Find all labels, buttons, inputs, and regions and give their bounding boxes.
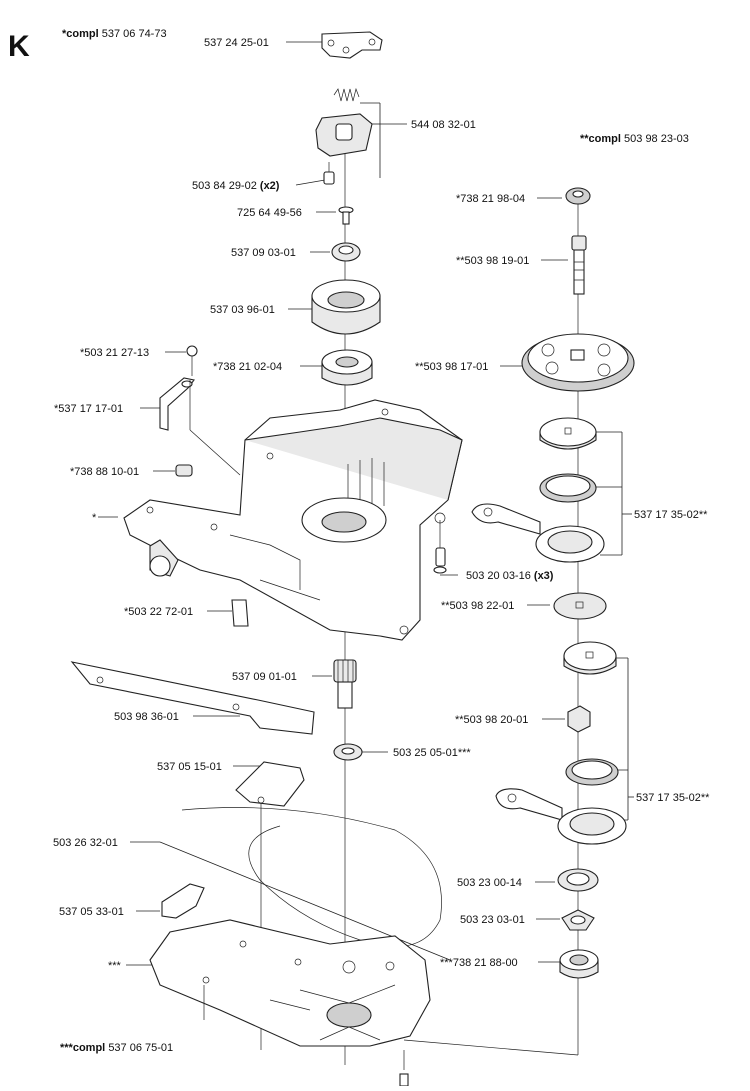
label-503-20-03-16-qty: (x3) xyxy=(534,570,554,582)
washer-537-09-03 xyxy=(331,242,361,262)
label-537-17-35-02-a: 537 17 35-02** xyxy=(634,509,708,521)
arm-lower xyxy=(495,788,627,845)
label-503-98-20-01: **503 98 20-01 xyxy=(455,714,528,726)
bearing-738-21-02 xyxy=(321,349,373,386)
label-503-23-03-01: 503 23 03-01 xyxy=(460,914,525,926)
disc-upper xyxy=(539,417,597,450)
label-503-21-27-13: *503 21 27-13 xyxy=(80,347,149,359)
label-star-housing: * xyxy=(92,512,97,524)
gear-503-98-17 xyxy=(521,333,635,392)
nipple-738-88-10 xyxy=(175,464,193,477)
label-503-98-36-01: 503 98 36-01 xyxy=(114,711,179,723)
label-537-17-35-02-b: 537 17 35-02** xyxy=(636,792,710,804)
label-503-26-32-01: 503 26 32-01 xyxy=(53,837,118,849)
header-right-prefix: **compl xyxy=(580,133,621,145)
washer-503-98-22 xyxy=(553,592,607,620)
label-537-03-96-01: 537 03 96-01 xyxy=(210,304,275,316)
label-738-21-98-04: *738 21 98-04 xyxy=(456,193,525,205)
label-503-84-29-02-qty: (x2) xyxy=(260,180,280,192)
bracket-537-17-17 xyxy=(159,377,241,476)
washer-503-23-00 xyxy=(557,868,599,892)
right-axis-link xyxy=(403,1039,579,1056)
screw-725-64-49 xyxy=(338,206,354,225)
clip-537-05-33 xyxy=(161,883,205,919)
label-503-98-17-01: **503 98 17-01 xyxy=(415,361,488,373)
ring-upper xyxy=(539,473,597,503)
gasket-503-26-32 xyxy=(181,807,442,947)
part-labels: 537 24 25-01 544 08 32-01 503 84 29-02 (… xyxy=(53,37,710,972)
header-right-number: 503 98 23-03 xyxy=(624,133,689,145)
label-503-84-29-02: 503 84 29-02 (x2) xyxy=(192,180,280,192)
ring-lower xyxy=(565,758,619,786)
label-503-84-29-02-number: 503 84 29-02 xyxy=(192,180,257,192)
label-537-05-15-01: 537 05 15-01 xyxy=(157,761,222,773)
gear-housing xyxy=(123,399,463,641)
disc-lower xyxy=(563,641,617,675)
label-503-98-19-01: **503 98 19-01 xyxy=(456,255,529,267)
screw-bottom xyxy=(399,1050,409,1087)
label-503-20-03-16-number: 503 20 03-16 xyxy=(466,570,531,582)
header-left: *compl 537 06 74-73 xyxy=(62,28,167,40)
leaders-right xyxy=(500,197,634,963)
label-738-21-88-00: ***738 21 88-00 xyxy=(440,957,518,969)
strip-503-98-36 xyxy=(70,661,315,735)
screw-503-21-27 xyxy=(186,345,198,376)
footer-left-prefix: ***compl xyxy=(60,1042,105,1054)
footer-left: ***compl 537 06 75-01 xyxy=(60,1042,173,1054)
label-503-20-03-16: 503 20 03-16 (x3) xyxy=(466,570,554,582)
nut-503-98-20 xyxy=(567,705,591,733)
arm-upper xyxy=(471,503,605,563)
header-left-number: 537 06 74-73 xyxy=(102,28,167,40)
label-738-88-10-01: *738 88 10-01 xyxy=(70,466,139,478)
header-left-prefix: *compl xyxy=(62,28,99,40)
clip-503-22-72 xyxy=(231,599,249,627)
screw-503-20-03 xyxy=(433,520,447,574)
label-triple-star: *** xyxy=(108,960,122,972)
label-544-08-32-01: 544 08 32-01 xyxy=(411,119,476,131)
shaft-503-98-19 xyxy=(571,235,587,295)
bearing-738-21-88 xyxy=(559,949,599,979)
label-537-09-03-01: 537 09 03-01 xyxy=(231,247,296,259)
section-letter: K xyxy=(8,30,30,63)
washer-503-25-05 xyxy=(333,743,363,761)
label-537-05-33-01: 537 05 33-01 xyxy=(59,906,124,918)
bottom-cover xyxy=(149,919,431,1047)
label-503-22-72-01: *503 22 72-01 xyxy=(124,606,193,618)
pinion-537-09-01 xyxy=(333,659,357,709)
washer-738-21-98 xyxy=(565,187,591,205)
block-544-08-32 xyxy=(315,113,373,157)
washer-503-23-03 xyxy=(561,909,595,931)
leaders xyxy=(98,41,458,966)
label-537-17-17-01: *537 17 17-01 xyxy=(54,403,123,415)
header-right: **compl 503 98 23-03 xyxy=(580,133,689,145)
screw-503-84-29 xyxy=(323,162,335,185)
label-537-24-25-01: 537 24 25-01 xyxy=(204,37,269,49)
top-plate-537-24-25 xyxy=(321,31,383,59)
spring-544-08-32 xyxy=(333,87,360,102)
label-503-98-22-01: **503 98 22-01 xyxy=(441,600,514,612)
footer-left-number: 537 06 75-01 xyxy=(108,1042,173,1054)
label-738-21-02-04: *738 21 02-04 xyxy=(213,361,282,373)
label-725-64-49-56: 725 64 49-56 xyxy=(237,207,302,219)
cup-537-03-96 xyxy=(311,279,381,335)
label-537-09-01-01: 537 09 01-01 xyxy=(232,671,297,683)
label-503-25-05-01: 503 25 05-01*** xyxy=(393,747,471,759)
label-503-23-00-14: 503 23 00-14 xyxy=(457,877,522,889)
